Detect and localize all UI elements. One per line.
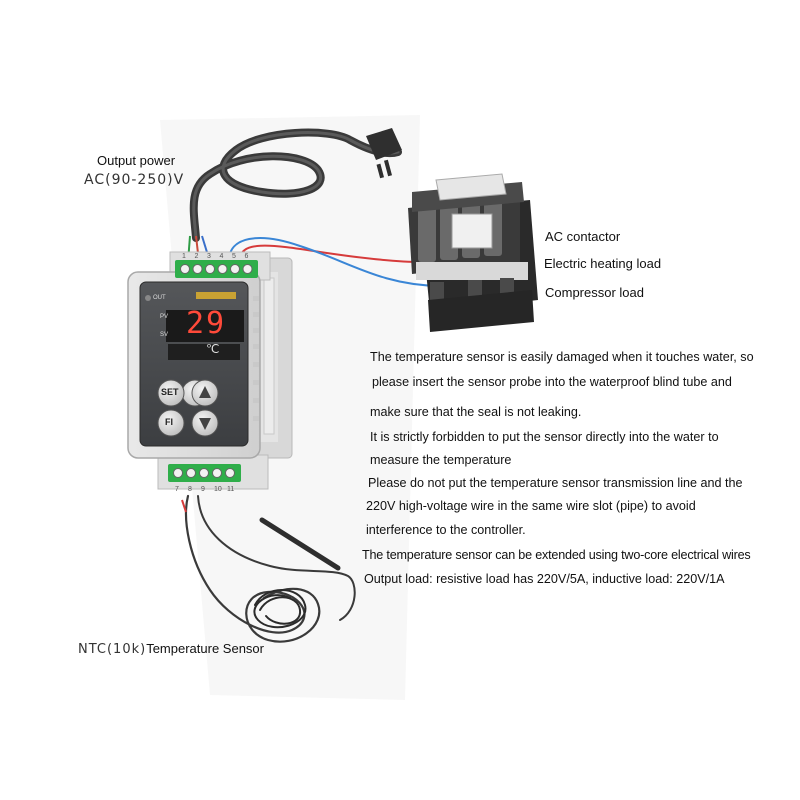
power-cable	[189, 128, 402, 242]
ntc-text: Temperature Sensor	[146, 641, 264, 656]
note-line: Output load: resistive load has 220V/5A,…	[364, 572, 725, 586]
output-power-label: Output power	[97, 153, 176, 168]
terminal-number: 10	[214, 486, 222, 493]
ac-contactor	[408, 173, 538, 332]
terminal-number: 1	[182, 253, 186, 260]
terminal-screw	[225, 468, 235, 478]
fi-button-label[interactable]: FI	[165, 417, 173, 427]
terminal-screw	[242, 264, 253, 274]
side-indicators	[253, 296, 259, 421]
ac-contactor-label: AC contactor	[545, 229, 621, 244]
terminal-number: 2	[194, 253, 199, 260]
blue-wire	[227, 237, 441, 287]
red-wire	[238, 244, 423, 263]
note-line: The temperature sensor can be extended u…	[362, 548, 751, 562]
up-arrow-icon	[199, 386, 211, 398]
temperature-display: 29	[186, 306, 227, 341]
note-line: interference to the controller.	[366, 523, 526, 537]
terminal-number: 8	[188, 486, 192, 493]
unit-label: ℃	[206, 342, 220, 356]
note-line: measure the temperature	[370, 453, 512, 467]
terminal-screw	[186, 468, 196, 478]
sensor-probe	[259, 517, 341, 571]
set-button-label[interactable]: SET	[161, 387, 179, 397]
terminal-number: 7	[175, 486, 179, 493]
ntc-sensor-label: NTC(10k)Temperature Sensor	[78, 641, 264, 657]
out-label: OUT	[153, 295, 166, 301]
note-line: please insert the sensor probe into the …	[372, 375, 732, 389]
bottom-terminal-block	[168, 464, 241, 482]
ac-range-label: AC(90-250)V	[84, 172, 185, 188]
terminal-screw	[192, 264, 203, 274]
power-plug	[366, 128, 402, 179]
sensor-cable	[185, 494, 356, 643]
terminal-screw	[212, 468, 222, 478]
out-indicator-icon	[145, 295, 151, 301]
sv-label: SV	[160, 332, 169, 338]
note-line: It is strictly forbidden to put the sens…	[370, 430, 719, 444]
note-line: Please do not put the temperature sensor…	[368, 476, 743, 490]
terminal-screw	[180, 264, 190, 274]
terminal-number: 6	[244, 253, 249, 260]
terminal-screw	[199, 468, 209, 478]
terminal-screw	[230, 264, 240, 274]
terminal-number: 11	[227, 486, 235, 493]
note-line: The temperature sensor is easily damaged…	[370, 350, 754, 364]
terminal-screw	[217, 264, 228, 274]
electric-heating-load-label: Electric heating load	[544, 256, 662, 271]
terminal-number: 9	[201, 486, 205, 493]
terminal-screw	[205, 264, 215, 274]
note-line: make sure that the seal is not leaking.	[370, 405, 582, 419]
top-terminal-block	[175, 260, 258, 278]
temperature-controller	[127, 251, 293, 490]
terminal-number: 4	[219, 253, 224, 260]
compressor-load-label: Compressor load	[545, 285, 644, 300]
note-line: 220V high-voltage wire in the same wire …	[366, 499, 696, 513]
fi-button-shape	[157, 409, 185, 437]
ntc-code: NTC(10k)	[78, 642, 147, 657]
sensor-wire-red	[181, 499, 187, 513]
pv-label: PV	[160, 314, 169, 320]
terminal-number: 3	[207, 253, 211, 260]
terminal-screw	[173, 468, 183, 478]
terminal-number: 5	[232, 253, 236, 260]
down-arrow-icon	[199, 418, 211, 430]
